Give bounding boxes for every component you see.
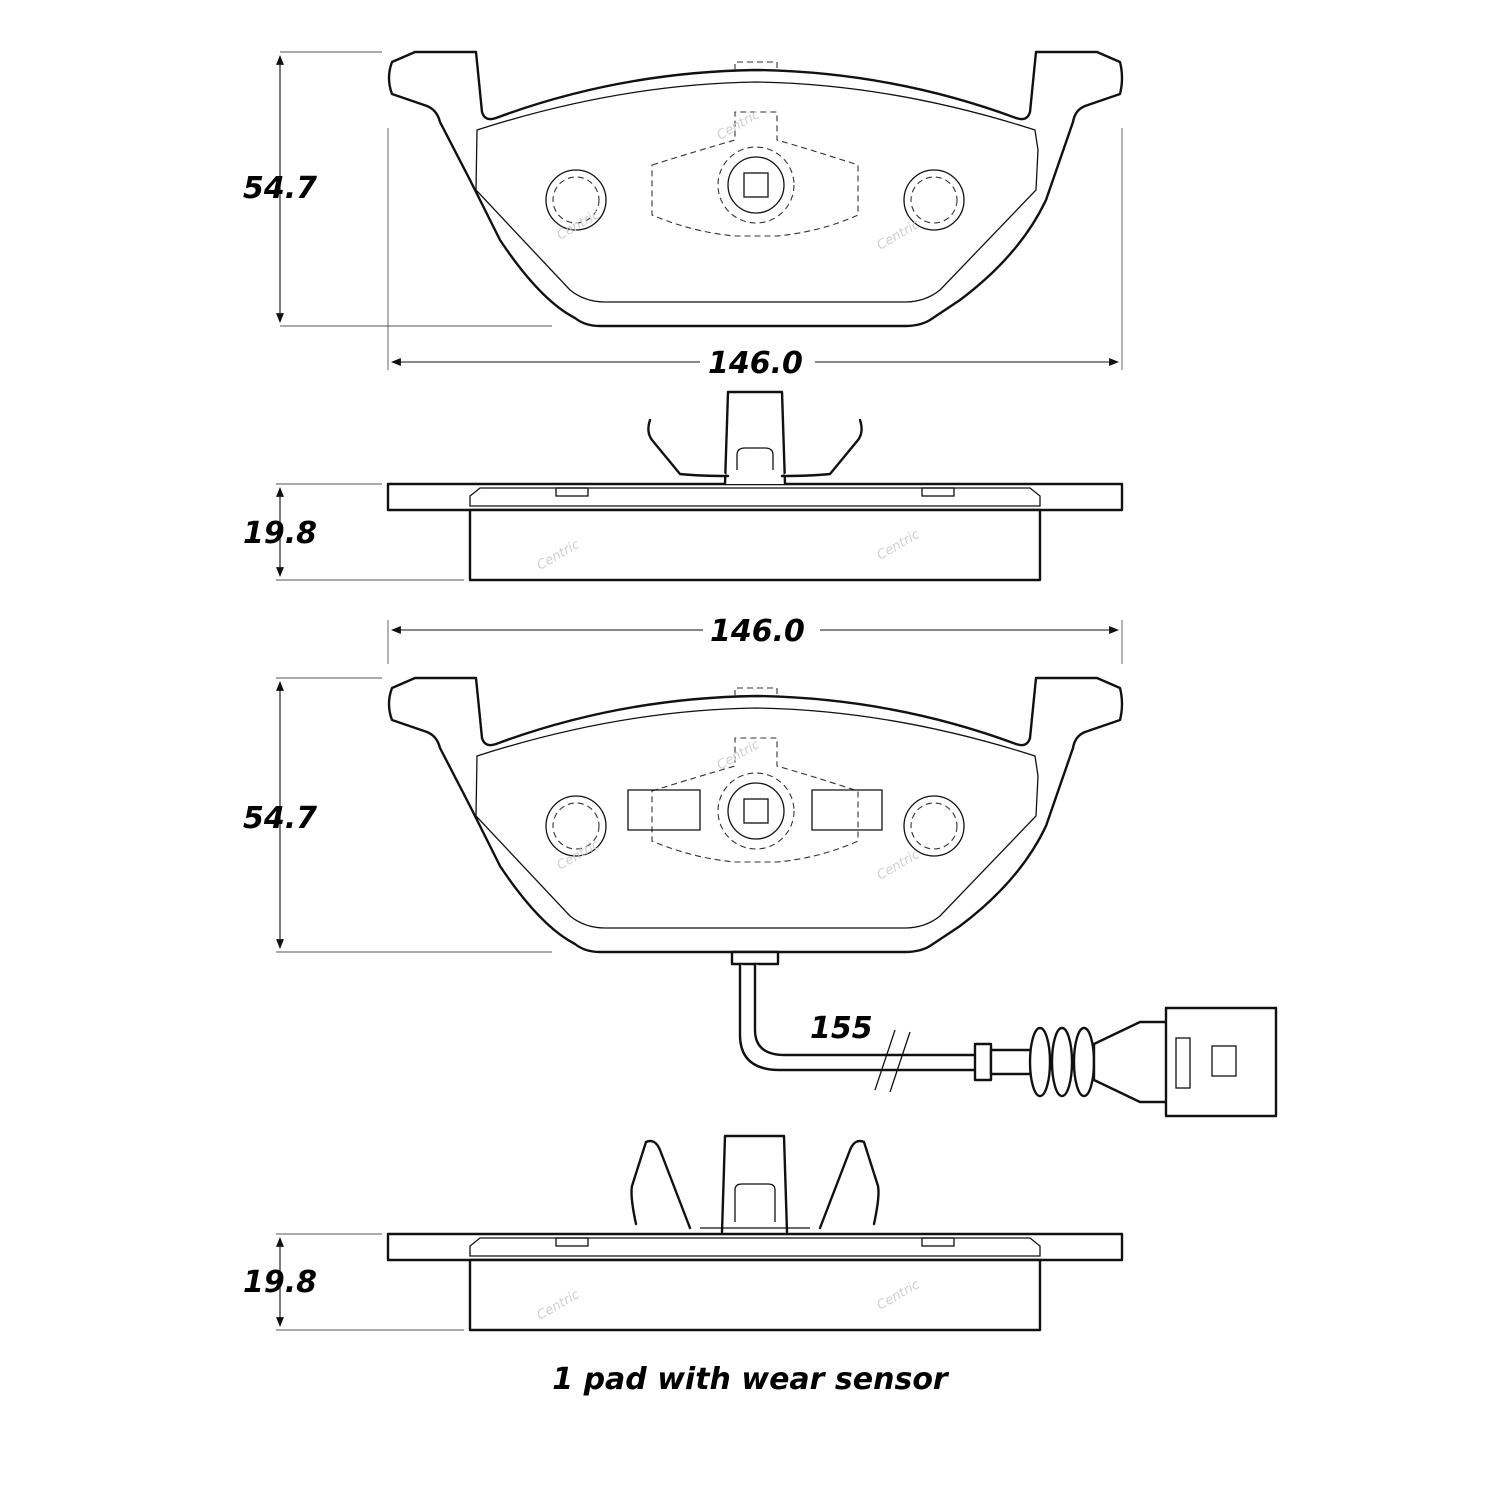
dimension-thickness-lower: 19.8 <box>243 1233 464 1331</box>
sensor-length-label: 155 <box>810 1011 873 1046</box>
pad-face-view-top: Centric Centric Centric <box>387 50 1124 328</box>
caption: 1 pad with wear sensor <box>552 1362 948 1397</box>
dimension-height-lower: 54.7 <box>243 677 552 953</box>
height-label-lower: 54.7 <box>243 801 317 836</box>
thickness-label-upper: 19.8 <box>243 516 317 551</box>
thickness-label-lower: 19.8 <box>243 1265 317 1300</box>
pad-edge-view-lower: Centric Centric <box>386 1134 1124 1332</box>
dimension-height-top: 54.7 <box>243 51 552 327</box>
wear-sensor: 155 <box>730 950 1278 1118</box>
dimension-width-top: 146.0 <box>387 128 1123 381</box>
height-label-top: 54.7 <box>243 171 317 206</box>
dimension-width-lower: 146.0 <box>387 614 1123 664</box>
width-label-top: 146.0 <box>708 346 803 381</box>
pad-face-view-lower: Centric Centric Centric <box>387 676 1124 954</box>
width-label-lower: 146.0 <box>710 614 805 649</box>
dimension-thickness-upper: 19.8 <box>243 483 464 581</box>
sensor-connector <box>1164 1006 1278 1118</box>
pad-edge-view-upper: Centric Centric <box>386 390 1124 582</box>
sensor-clip <box>730 950 780 966</box>
